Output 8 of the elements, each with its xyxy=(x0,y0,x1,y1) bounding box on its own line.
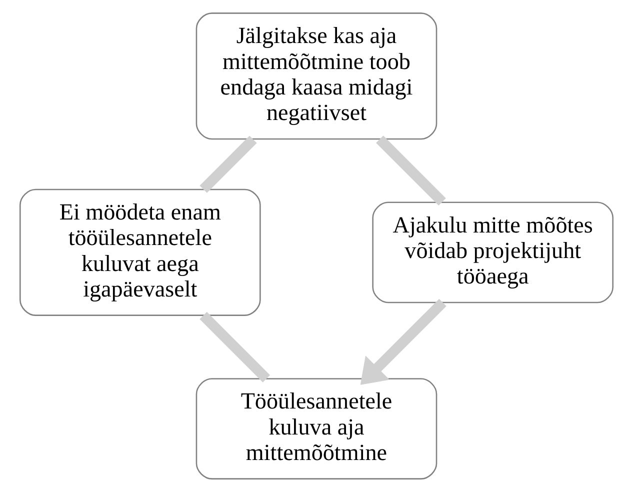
node-box: Tööülesannetele kuluva aja mittemõõtmine xyxy=(195,378,437,480)
node-box: Ajakulu mitte mõõtes võidab projektijuht tööaega xyxy=(372,202,613,304)
node-box: Ei möödeta enam tööülesannetele kuluvat aega igapäevaselt xyxy=(19,188,260,316)
connector xyxy=(376,136,446,206)
node-box: Jälgitakse kas aja mittemõõtmine toob endaga kaasa midagi negatiivset xyxy=(195,12,437,140)
arrow xyxy=(360,298,446,385)
connector xyxy=(199,136,256,193)
connector xyxy=(199,312,270,382)
